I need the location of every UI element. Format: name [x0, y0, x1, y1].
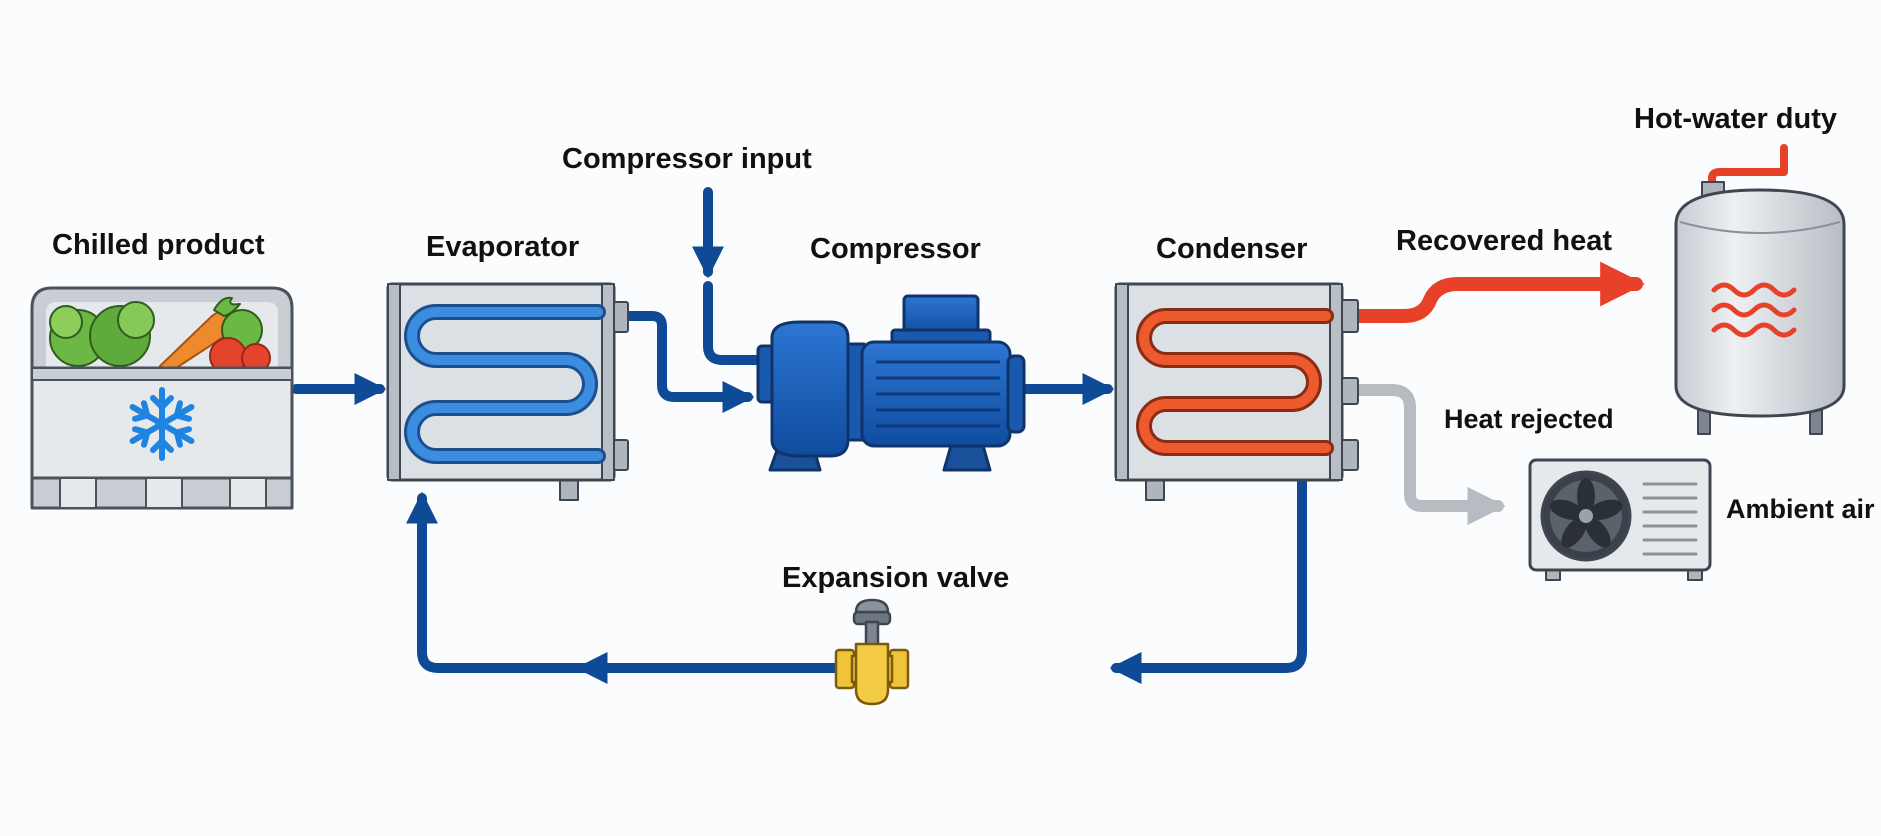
expansion-to-evaporator-line — [405, 491, 885, 673]
chilled-product-label: Chilled product — [52, 229, 265, 261]
evaporator-label: Evaporator — [426, 231, 580, 263]
produce-crate-icon — [30, 286, 294, 510]
snowflake-icon — [129, 387, 195, 461]
outdoor-fan-unit-icon — [1528, 458, 1712, 581]
hot-water-tank-icon — [1674, 144, 1846, 435]
vegetables — [49, 296, 271, 375]
hot-coil-heat-exchanger-icon — [1114, 282, 1359, 501]
condenser-label: Condenser — [1156, 233, 1308, 265]
hot-water-duty-label: Hot-water duty — [1634, 103, 1837, 135]
expansion-valve-label: Expansion valve — [782, 562, 1010, 594]
heat-rejected-line — [1352, 384, 1506, 526]
compressor-input-label: Compressor input — [562, 143, 812, 175]
heat-waves-icon — [1711, 282, 1797, 338]
recovered-heat-label: Recovered heat — [1396, 225, 1612, 257]
compressor-label: Compressor — [810, 233, 981, 265]
cold-coil-heat-exchanger-icon — [386, 282, 629, 501]
evaporator-suction-line — [623, 311, 755, 414]
heat-rejected-label: Heat rejected — [1444, 404, 1614, 434]
refrigerant-circuit — [291, 187, 1307, 685]
recovered-heat-line — [1351, 261, 1645, 323]
ambient-air-label: Ambient air — [1726, 494, 1875, 524]
compressor-input-line — [703, 281, 765, 365]
hot-water-outlet-pipe — [1708, 144, 1788, 194]
liquid-return-line — [1123, 475, 1307, 673]
motor-compressor-icon — [756, 294, 1026, 472]
expansion-valve-icon — [834, 598, 910, 706]
